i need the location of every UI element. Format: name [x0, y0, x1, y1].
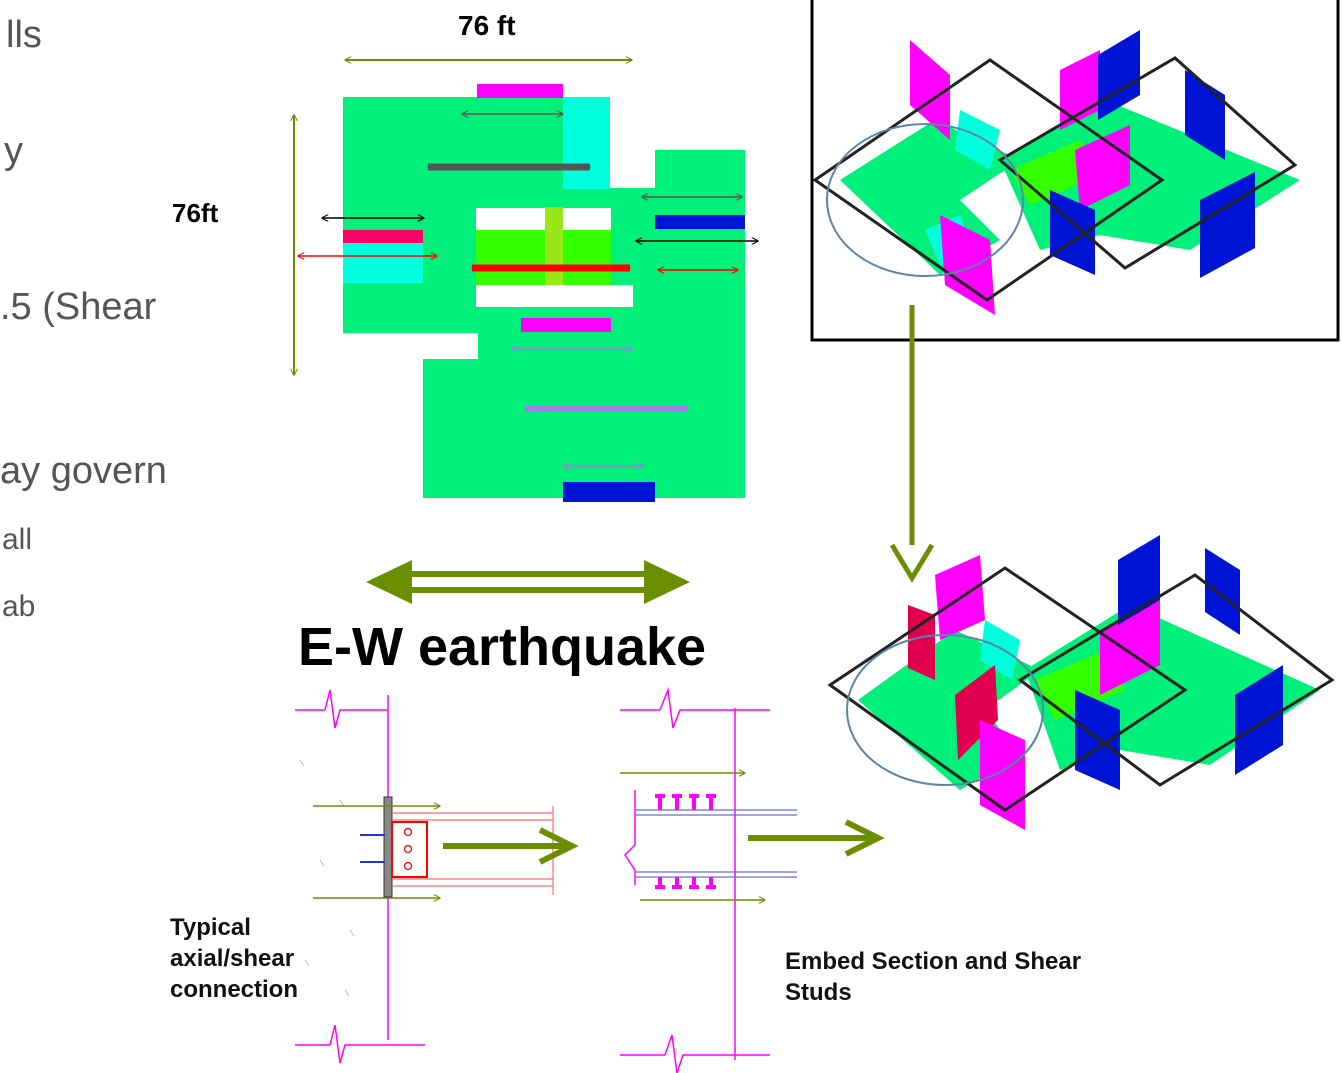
- embed-caption: Embed Section and Shear Studs: [785, 948, 1082, 1006]
- plan-crimson-wall-left: [343, 230, 423, 243]
- bullet-text-1: lls: [6, 14, 42, 56]
- plan-lime-column: [545, 207, 563, 307]
- plan-opening-3: [423, 333, 478, 359]
- plan-opening-2: [476, 285, 633, 307]
- plan-blue-wall-right: [655, 215, 745, 229]
- embed-section-detail: [620, 687, 885, 1073]
- plan-opening-1: [476, 208, 611, 230]
- earthquake-label: E-W earthquake: [298, 617, 707, 677]
- isometric-view-top: [810, 0, 1340, 342]
- plan-height-label: 76ft: [172, 198, 219, 228]
- connection-caption: Typical axial/shear connection: [170, 914, 299, 1003]
- bullet-text-3: .5 (Shear: [0, 286, 157, 328]
- isometric-view-bottom: [827, 535, 1335, 830]
- ew-direction-arrow: [366, 560, 690, 604]
- plan-lime-block: [476, 230, 611, 285]
- floor-plan: [294, 60, 758, 502]
- axial-shear-connection-detail: [295, 689, 579, 1064]
- bullet-text-4: ay govern: [0, 450, 167, 492]
- bullet-text-6: ab: [2, 590, 36, 623]
- plan-cyan-wall-left: [343, 243, 423, 283]
- down-arrow-head: [889, 543, 935, 583]
- plan-magenta-wall-mid: [521, 318, 611, 332]
- plan-magenta-wall-top: [477, 84, 563, 98]
- bullet-text-5: all: [2, 523, 33, 556]
- bullet-text-2: y: [4, 130, 23, 172]
- plan-blue-wall-bottom: [563, 482, 655, 502]
- plan-cyan-wall-top: [563, 97, 610, 189]
- plan-width-label: 76 ft: [458, 10, 516, 41]
